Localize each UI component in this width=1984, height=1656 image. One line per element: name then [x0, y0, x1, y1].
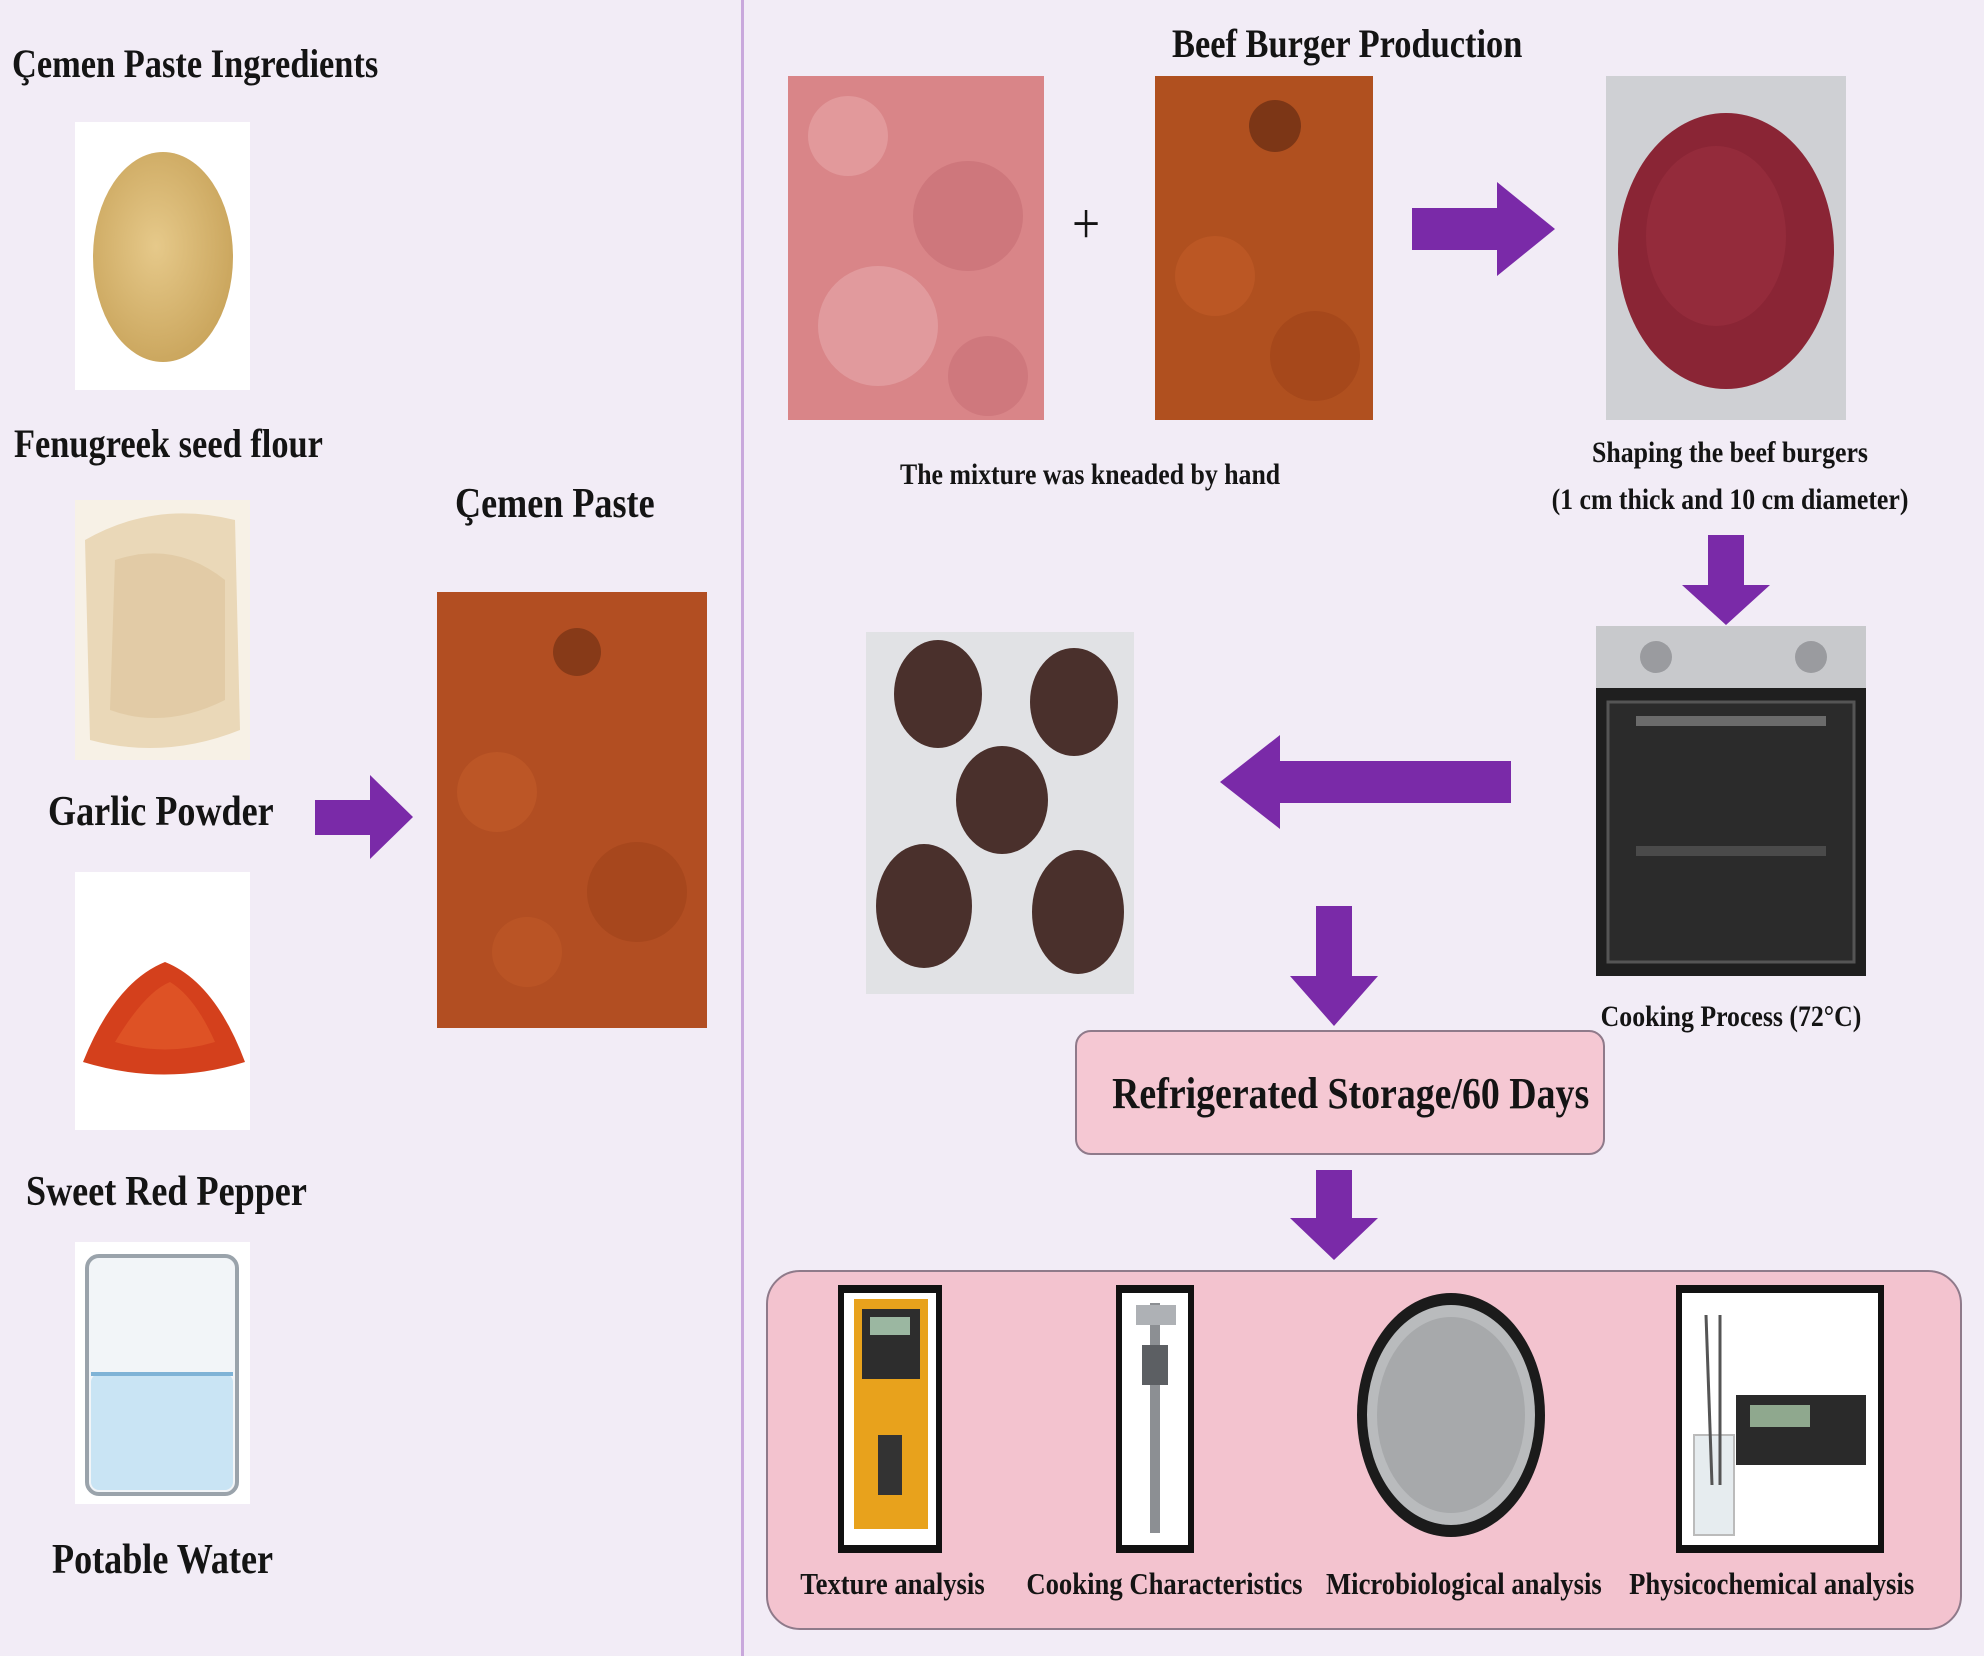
- petri-dish-image: [1352, 1285, 1550, 1553]
- analysis-label-physico: Physicochemical analysis: [1629, 1566, 1915, 1601]
- cemen-paste-image-2: [1155, 76, 1373, 420]
- ingredient-label-garlic: Garlic Powder: [48, 789, 274, 835]
- oven-image: [1596, 626, 1866, 976]
- arrow-down-icon: [1682, 535, 1770, 625]
- cooked-burgers-image: [866, 632, 1134, 994]
- ground-beef-image: [788, 76, 1044, 420]
- production-heading: Beef Burger Production: [1172, 21, 1523, 66]
- analysis-label-texture: Texture analysis: [800, 1566, 985, 1601]
- ph-meter-image: [1676, 1285, 1884, 1553]
- plus-sign: +: [1072, 191, 1101, 256]
- shaping-caption-line1: Shaping the beef burgers: [1592, 436, 1868, 469]
- arrow-right-icon: [315, 775, 413, 859]
- arrow-right-icon: [1412, 182, 1555, 276]
- paste-title: Çemen Paste: [455, 481, 655, 527]
- water-beaker-image: [75, 1242, 250, 1504]
- arrow-down-icon: [1290, 1170, 1378, 1260]
- arrow-left-icon: [1220, 735, 1511, 829]
- garlic-powder-image: [75, 500, 250, 760]
- ingredients-heading: Çemen Paste Ingredients: [12, 41, 379, 86]
- caliper-image: [1116, 1285, 1194, 1553]
- storage-box: [1075, 1030, 1605, 1155]
- red-pepper-powder-image: [75, 872, 250, 1130]
- texture-analyzer-image: [838, 1285, 942, 1553]
- arrow-down-icon: [1290, 906, 1378, 1026]
- storage-label: Refrigerated Storage/60 Days: [1112, 1069, 1590, 1118]
- panel-divider: [741, 0, 744, 1656]
- ingredient-label-fenugreek: Fenugreek seed flour: [14, 421, 323, 466]
- analysis-label-cooking: Cooking Characteristics: [1026, 1566, 1303, 1601]
- analysis-label-micro: Microbiological analysis: [1326, 1566, 1602, 1601]
- mix-caption: The mixture was kneaded by hand: [900, 458, 1281, 491]
- cemen-paste-image: [437, 592, 707, 1028]
- shaping-caption-line2: (1 cm thick and 10 cm diameter): [1551, 483, 1909, 516]
- shaped-burger-image: [1606, 76, 1846, 420]
- ingredient-label-pepper: Sweet Red Pepper: [26, 1169, 307, 1215]
- cooking-caption: Cooking Process (72°C): [1600, 1000, 1862, 1033]
- ingredient-label-water: Potable Water: [52, 1537, 274, 1583]
- fenugreek-flour-image: [75, 122, 250, 390]
